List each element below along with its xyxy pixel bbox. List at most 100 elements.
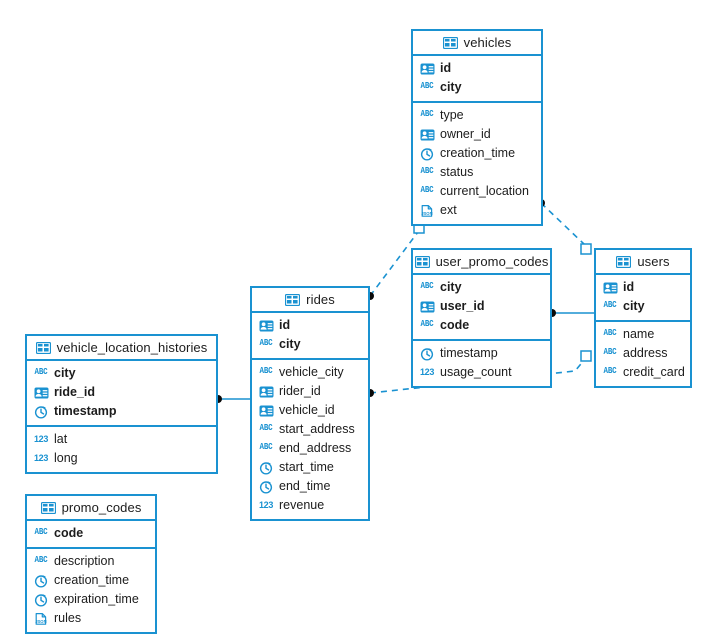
field-label: vehicle_city [279, 365, 344, 380]
table-header-promo_codes[interactable]: promo_codes [27, 496, 155, 521]
clock-icon [419, 147, 435, 161]
field-row-timestamp[interactable]: timestamp [27, 402, 216, 421]
clock-icon [33, 574, 49, 588]
field-row-code[interactable]: ABC code [413, 316, 550, 335]
field-row-ride_id[interactable]: ride_id [27, 383, 216, 402]
field-label: city [54, 366, 76, 381]
table-header-user_promo_codes[interactable]: user_promo_codes [413, 250, 550, 275]
field-row-user_id[interactable]: user_id [413, 297, 550, 316]
field-label: rules [54, 611, 82, 626]
table-grid-icon [616, 255, 632, 268]
table-title: vehicles [463, 35, 512, 50]
edge-vehicles-to-users[interactable] [537, 199, 592, 255]
clock-icon [258, 480, 274, 494]
abc-text-icon: ABC [603, 347, 617, 358]
number-123-icon: 123 [419, 367, 435, 377]
table-header-rides[interactable]: rides [252, 288, 368, 313]
edge-target-square [580, 243, 592, 255]
id-card-icon [419, 128, 435, 142]
svg-text:JSON: JSON [421, 211, 432, 216]
field-row-timestamp[interactable]: timestamp [413, 344, 550, 363]
field-row-end_time[interactable]: end_time [252, 477, 368, 496]
field-row-id[interactable]: id [596, 278, 690, 297]
edge-vehicle_location_histories-to-rides[interactable] [214, 395, 250, 403]
edge-user_promo_codes-to-users[interactable] [548, 309, 594, 317]
field-label: timestamp [440, 346, 498, 361]
table-title: users [637, 254, 670, 269]
field-row-creation_time[interactable]: creation_time [27, 571, 155, 590]
abc-text-icon: ABC [34, 555, 48, 566]
abc-text-icon: ABC [34, 527, 48, 538]
id-card-icon [602, 281, 618, 295]
table-header-users[interactable]: users [596, 250, 690, 275]
field-label: id [440, 61, 452, 76]
field-row-creation_time[interactable]: creation_time [413, 144, 541, 163]
edge-target-square [580, 350, 592, 362]
field-label: expiration_time [54, 592, 139, 607]
field-row-owner_id[interactable]: owner_id [413, 125, 541, 144]
field-row-vehicle_id[interactable]: vehicle_id [252, 401, 368, 420]
field-label: code [440, 318, 470, 333]
field-row-vehicle_city[interactable]: ABC vehicle_city [252, 363, 368, 382]
field-label: city [440, 80, 462, 95]
table-header-vehicle_location_histories[interactable]: vehicle_location_histories [27, 336, 216, 361]
table-header-vehicles[interactable]: vehicles [413, 31, 541, 56]
field-row-id[interactable]: id [252, 316, 368, 335]
abc-text-icon: ABC [259, 338, 273, 349]
json-doc-icon: JSON [419, 204, 435, 218]
field-row-start_time[interactable]: start_time [252, 458, 368, 477]
field-label: start_address [279, 422, 355, 437]
abc-text-icon: ABC [420, 319, 434, 330]
field-row-usage_count[interactable]: 123 usage_count [413, 363, 550, 382]
field-row-rider_id[interactable]: rider_id [252, 382, 368, 401]
clock-icon [33, 405, 49, 419]
field-row-city[interactable]: ABC city [252, 335, 368, 354]
field-row-code[interactable]: ABC code [27, 524, 155, 543]
field-row-expiration_time[interactable]: expiration_time [27, 590, 155, 609]
field-label: user_id [440, 299, 485, 314]
abc-text-icon: ABC [420, 166, 434, 177]
field-label: city [279, 337, 301, 352]
clock-icon [258, 461, 274, 475]
field-label: usage_count [440, 365, 512, 380]
field-label: owner_id [440, 127, 491, 142]
clock-icon [419, 347, 435, 361]
field-label: code [54, 526, 84, 541]
field-label: creation_time [54, 573, 130, 588]
field-label: city [623, 299, 645, 314]
abc-text-icon: ABC [259, 366, 273, 377]
table-grid-icon [285, 293, 301, 306]
field-row-id[interactable]: id [413, 59, 541, 78]
abc-text-icon: ABC [603, 328, 617, 339]
field-label: vehicle_id [279, 403, 335, 418]
